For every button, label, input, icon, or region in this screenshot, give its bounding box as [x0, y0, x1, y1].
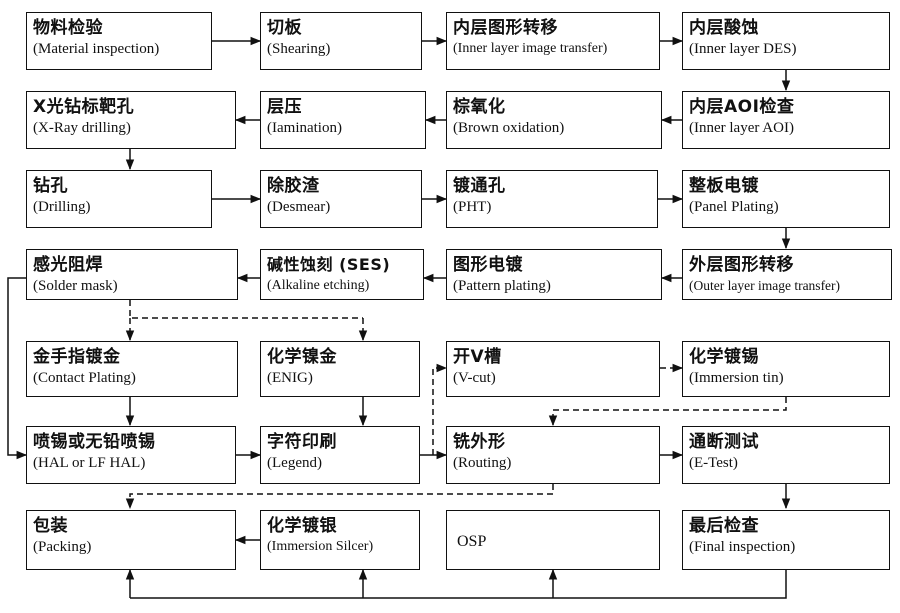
edge-soldermask-to-hal: [7, 277, 28, 460]
node-immersion-silver: 化学镀银 (Immersion Silcer): [260, 510, 420, 570]
node-label-zh: 钻孔: [33, 176, 68, 196]
node-solder-mask: 感光阻焊 (Solder mask): [26, 249, 238, 300]
node-label-zh: 碱性蚀刻 (SES): [267, 255, 391, 274]
node-label-en: (Desmear): [267, 199, 331, 215]
node-panel-plating: 整板电镀 (Panel Plating): [682, 170, 890, 228]
node-routing: 铣外形 (Routing): [446, 426, 660, 484]
node-inner-image-transfer: 内层图形转移 (Inner layer image transfer): [446, 12, 660, 70]
node-label-en: (Outer layer image transfer): [689, 278, 841, 293]
node-immersion-tin: 化学镀锡 (Immersion tin): [682, 341, 890, 397]
edge-legend-to-vcut: [432, 363, 448, 455]
node-outer-image-transfer: 外层图形转移 (Outer layer image transfer): [682, 249, 892, 300]
node-label-en: (X-Ray drilling): [33, 120, 131, 136]
node-label-en: (Legend): [267, 455, 322, 471]
node-label-en: (Pattern plating): [453, 278, 551, 294]
node-label-zh: 内层图形转移: [453, 18, 558, 38]
node-alkaline-etching: 碱性蚀刻 (SES) (Alkaline etching): [260, 249, 424, 300]
node-label-en: (PHT): [453, 199, 492, 215]
node-label-en: (Inner layer AOI): [689, 120, 794, 136]
node-label-zh: 喷锡或无铅喷锡: [33, 432, 156, 452]
node-packing: 包装 (Packing): [26, 510, 236, 570]
node-label-zh: 整板电镀: [689, 176, 759, 196]
node-label-en: (Brown oxidation): [453, 120, 565, 136]
node-label-zh: 感光阻焊: [33, 255, 103, 275]
node-desmear: 除胶渣 (Desmear): [260, 170, 422, 228]
node-osp: OSP: [446, 510, 660, 570]
node-label-en: (V-cut): [453, 370, 496, 386]
node-label-en: (E-Test): [689, 455, 738, 471]
node-brown-oxidation: 棕氧化 (Brown oxidation): [446, 91, 662, 149]
node-label-zh: X光钻标靶孔: [33, 97, 135, 117]
node-label-en: (Packing): [33, 539, 92, 555]
node-xray-drilling: X光钻标靶孔 (X-Ray drilling): [26, 91, 236, 149]
node-label-en: OSP: [457, 533, 487, 550]
node-label-zh: 最后检查: [689, 516, 759, 536]
node-label-en: (Immersion Silcer): [267, 539, 374, 554]
node-label-en: (HAL or LF HAL): [33, 455, 146, 471]
node-inner-aoi: 内层AOI检查 (Inner layer AOI): [682, 91, 890, 149]
node-label-zh: 开V槽: [453, 347, 502, 367]
node-label-zh: 通断测试: [689, 432, 759, 452]
node-drilling: 钻孔 (Drilling): [26, 170, 212, 228]
node-label-zh: 字符印刷: [267, 432, 337, 452]
node-label-zh: 金手指镀金: [33, 347, 121, 367]
node-inner-des: 内层酸蚀 (Inner layer DES): [682, 12, 890, 70]
edge-final-bottom-bus: [130, 570, 787, 599]
node-hal: 喷锡或无铅喷锡 (HAL or LF HAL): [26, 426, 236, 484]
edge-routing-to-packing: [125, 484, 554, 510]
node-label-en: (Inner layer image transfer): [453, 41, 608, 56]
node-label-en: (Alkaline etching): [267, 278, 370, 293]
node-label-zh: 包装: [33, 516, 68, 536]
node-enig: 化学镍金 (ENIG): [260, 341, 420, 397]
node-label-zh: 镀通孔: [453, 176, 506, 196]
node-label-en: (Shearing): [267, 41, 331, 57]
node-label-en: (Immersion tin): [689, 370, 784, 386]
edge-soldermask-branch: [129, 300, 363, 319]
node-label-zh: 内层酸蚀: [689, 18, 759, 38]
node-label-en: (Inner layer DES): [689, 41, 797, 57]
node-material-inspection: 物料检验 (Material inspection): [26, 12, 212, 70]
node-e-test: 通断测试 (E-Test): [682, 426, 890, 484]
node-label-zh: 切板: [267, 18, 302, 38]
node-v-cut: 开V槽 (V-cut): [446, 341, 660, 397]
node-label-zh: 外层图形转移: [689, 255, 794, 275]
node-label-zh: 内层AOI检查: [689, 97, 795, 117]
node-contact-plating: 金手指镀金 (Contact Plating): [26, 341, 238, 397]
node-label-zh: 化学镀锡: [689, 347, 759, 367]
node-pht: 镀通孔 (PHT): [446, 170, 658, 228]
node-label-zh: 棕氧化: [453, 97, 506, 117]
node-label-en: (Material inspection): [33, 41, 160, 57]
node-label-zh: 层压: [267, 97, 302, 117]
node-shearing: 切板 (Shearing): [260, 12, 422, 70]
edge-tin-to-routing: [548, 397, 787, 427]
node-label-en: (Routing): [453, 455, 512, 471]
node-label-en: (Drilling): [33, 199, 91, 215]
node-label-en: (Final inspection): [689, 539, 796, 555]
node-label-zh: 除胶渣: [267, 176, 320, 196]
node-label-zh: 化学镍金: [267, 347, 337, 367]
node-pattern-plating: 图形电镀 (Pattern plating): [446, 249, 662, 300]
node-legend: 字符印刷 (Legend): [260, 426, 420, 484]
node-label-en: (Contact Plating): [33, 370, 136, 386]
node-label-en: (Panel Plating): [689, 199, 779, 215]
node-label-en: (ENIG): [267, 370, 313, 386]
node-label-zh: 图形电镀: [453, 255, 523, 275]
node-label-zh: 化学镀银: [267, 516, 337, 536]
node-label-zh: 铣外形: [453, 432, 506, 452]
node-final-inspection: 最后检查 (Final inspection): [682, 510, 890, 570]
node-label-en: (Solder mask): [33, 278, 118, 294]
node-label-en: (Iamination): [267, 120, 342, 136]
node-lamination: 层压 (Iamination): [260, 91, 426, 149]
node-label-zh: 物料检验: [33, 18, 103, 38]
